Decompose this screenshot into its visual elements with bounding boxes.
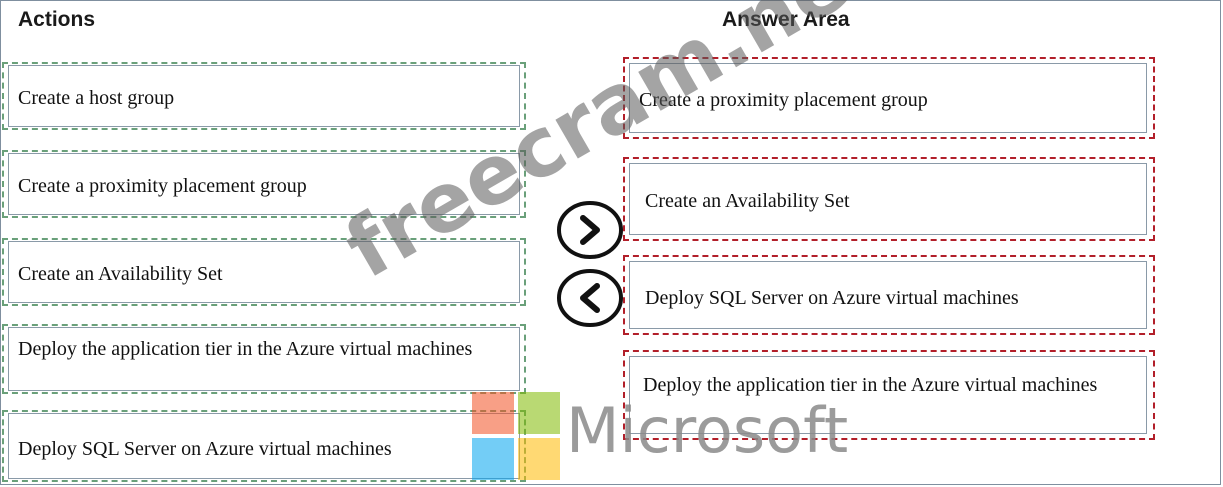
chevron-right-icon [557, 201, 623, 259]
answer-item-label: Create a proximity placement group [639, 89, 928, 111]
answer-item-label: Deploy the application tier in the Azure… [643, 374, 1098, 396]
action-item-create-availability-set[interactable]: Create an Availability Set [2, 238, 526, 306]
answer-item-label: Deploy SQL Server on Azure virtual machi… [645, 287, 1019, 309]
action-item-deploy-application-tier[interactable]: Deploy the application tier in the Azure… [2, 324, 526, 394]
microsoft-watermark: Microsoft [566, 394, 849, 467]
action-item-create-proximity-placement-group[interactable]: Create a proximity placement group [2, 150, 526, 218]
action-item-box [8, 327, 520, 391]
action-item-label: Deploy SQL Server on Azure virtual machi… [18, 438, 392, 460]
answer-slot-4[interactable]: Deploy the application tier in the Azure… [623, 350, 1155, 440]
answer-item-box [629, 356, 1147, 434]
answer-item-box [629, 261, 1147, 329]
action-item-box [8, 65, 520, 127]
actions-header: Actions [18, 8, 96, 31]
action-item-label: Create a proximity placement group [18, 175, 307, 197]
answer-item-label: Create an Availability Set [645, 190, 850, 212]
action-item-label: Create an Availability Set [18, 263, 223, 285]
action-item-label: Create a host group [18, 87, 175, 109]
move-right-button[interactable] [557, 200, 623, 260]
answer-slot-3[interactable]: Deploy SQL Server on Azure virtual machi… [623, 255, 1155, 335]
action-item-box [8, 153, 520, 215]
microsoft-logo-icon [472, 392, 560, 480]
action-item-box [8, 241, 520, 303]
answer-slot-1[interactable]: Create a proximity placement group [623, 57, 1155, 139]
action-item-deploy-sql-server[interactable]: Deploy SQL Server on Azure virtual machi… [2, 410, 526, 482]
answer-item-box [629, 163, 1147, 235]
move-left-button[interactable] [557, 268, 623, 328]
answer-slot-2[interactable]: Create an Availability Set [623, 157, 1155, 241]
action-item-create-host-group[interactable]: Create a host group [2, 62, 526, 130]
chevron-left-icon [557, 269, 623, 327]
action-item-label: Deploy the application tier in the Azure… [18, 338, 473, 360]
answer-item-box [629, 63, 1147, 133]
answer-area-header: Answer Area [722, 8, 850, 31]
